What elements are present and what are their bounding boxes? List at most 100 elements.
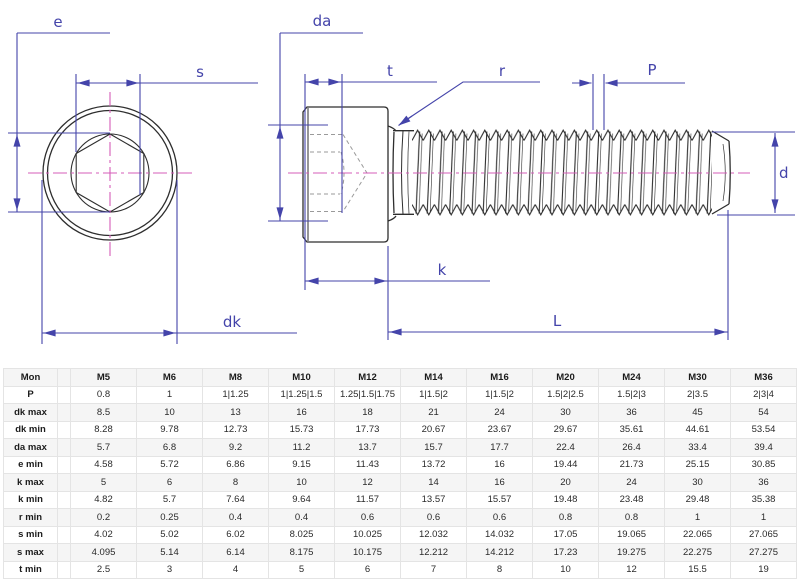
table-cell: 6 <box>334 560 401 579</box>
table-cell: 0.2 <box>70 508 137 527</box>
table-cell: 0.6 <box>334 508 401 527</box>
table-cell: 11.2 <box>268 438 335 457</box>
table-cell: 21 <box>400 403 467 422</box>
table-row-label: e min <box>3 455 58 474</box>
table-cell: 21.73 <box>598 455 665 474</box>
table-cell: 14.212 <box>466 543 533 562</box>
table-cell: 9.78 <box>136 420 203 439</box>
table-cell: 10.025 <box>334 525 401 544</box>
table-cell: 15.57 <box>466 490 533 509</box>
table-spacer-cell <box>57 420 71 439</box>
table-cell: 1|1.5|2 <box>466 385 533 404</box>
table-spacer-cell <box>57 560 71 579</box>
table-cell: 20 <box>532 473 599 492</box>
table-cell: 12 <box>598 560 665 579</box>
dim-label-d: d <box>779 164 789 182</box>
dim-label-t: t <box>387 62 393 80</box>
table-col-header: M24 <box>598 368 665 387</box>
dim-label-e: e <box>53 13 62 31</box>
table-cell: 4.095 <box>70 543 137 562</box>
table-cell: 19 <box>730 560 797 579</box>
table-cell: 30 <box>532 403 599 422</box>
table-cell: 12.73 <box>202 420 269 439</box>
table-cell: 36 <box>730 473 797 492</box>
table-cell: 27.275 <box>730 543 797 562</box>
table-cell: 6.02 <box>202 525 269 544</box>
table-cell: 12.032 <box>400 525 467 544</box>
table-cell: 5 <box>268 560 335 579</box>
table-row-label: r min <box>3 508 58 527</box>
table-cell: 16 <box>466 455 533 474</box>
table-row-label: dk max <box>3 403 58 422</box>
table-cell: 0.25 <box>136 508 203 527</box>
table-cell: 24 <box>466 403 533 422</box>
table-cell: 2|3|4 <box>730 385 797 404</box>
table-cell: 13.57 <box>400 490 467 509</box>
table-col-header: M16 <box>466 368 533 387</box>
table-spacer-cell <box>57 455 71 474</box>
table-cell: 44.61 <box>664 420 731 439</box>
table-cell: 0.6 <box>400 508 467 527</box>
table-cell: 8.175 <box>268 543 335 562</box>
table-cell: 4 <box>202 560 269 579</box>
table-row-label: t min <box>3 560 58 579</box>
table-cell: 1.5|2|3 <box>598 385 665 404</box>
table-cell: 15.5 <box>664 560 731 579</box>
table-cell: 0.6 <box>466 508 533 527</box>
table-spacer-cell <box>57 508 71 527</box>
table-row-label: k max <box>3 473 58 492</box>
front-centerlines <box>28 92 195 258</box>
table-spacer-cell <box>57 473 71 492</box>
table-cell: 9.2 <box>202 438 269 457</box>
head-outline <box>302 106 389 243</box>
technical-drawing: e s dk da t r P d k L <box>8 12 795 344</box>
table-cell: 3 <box>136 560 203 579</box>
table-cell: 24 <box>598 473 665 492</box>
table-cell: 7 <box>400 560 467 579</box>
table-cell: 10.175 <box>334 543 401 562</box>
table-cell: 5 <box>70 473 137 492</box>
table-cell: 16 <box>466 473 533 492</box>
table-cell: 17.05 <box>532 525 599 544</box>
thread-body <box>412 129 712 216</box>
table-col-header: M5 <box>70 368 137 387</box>
dim-label-da: da <box>313 12 332 30</box>
table-row-label: s max <box>3 543 58 562</box>
table-cell: 29.67 <box>532 420 599 439</box>
table-cell: 0.8 <box>598 508 665 527</box>
table-cell: 26.4 <box>598 438 665 457</box>
dim-label-s: s <box>196 63 204 81</box>
table-cell: 30.85 <box>730 455 797 474</box>
table-row-label: s min <box>3 525 58 544</box>
table-cell: 10 <box>268 473 335 492</box>
table-cell: 25.15 <box>664 455 731 474</box>
table-cell: 8.5 <box>70 403 137 422</box>
table-cell: 13.7 <box>334 438 401 457</box>
dim-label-k: k <box>438 261 447 279</box>
table-cell: 0.4 <box>202 508 269 527</box>
table-cell: 1|1.5|2 <box>400 385 467 404</box>
table-row-label: dk min <box>3 420 58 439</box>
table-cell: 19.065 <box>598 525 665 544</box>
table-cell: 6 <box>136 473 203 492</box>
table-cell: 14 <box>400 473 467 492</box>
dim-label-dk: dk <box>223 313 242 331</box>
table-cell: 5.7 <box>136 490 203 509</box>
table-cell: 5.7 <box>70 438 137 457</box>
table-cell: 19.275 <box>598 543 665 562</box>
table-spacer-cell <box>57 403 71 422</box>
table-cell: 45 <box>664 403 731 422</box>
table-cell: 22.275 <box>664 543 731 562</box>
table-cell: 54 <box>730 403 797 422</box>
table-cell: 15.7 <box>400 438 467 457</box>
table-cell: 7.64 <box>202 490 269 509</box>
table-cell: 5.02 <box>136 525 203 544</box>
table-cell: 1|1.25 <box>202 385 269 404</box>
